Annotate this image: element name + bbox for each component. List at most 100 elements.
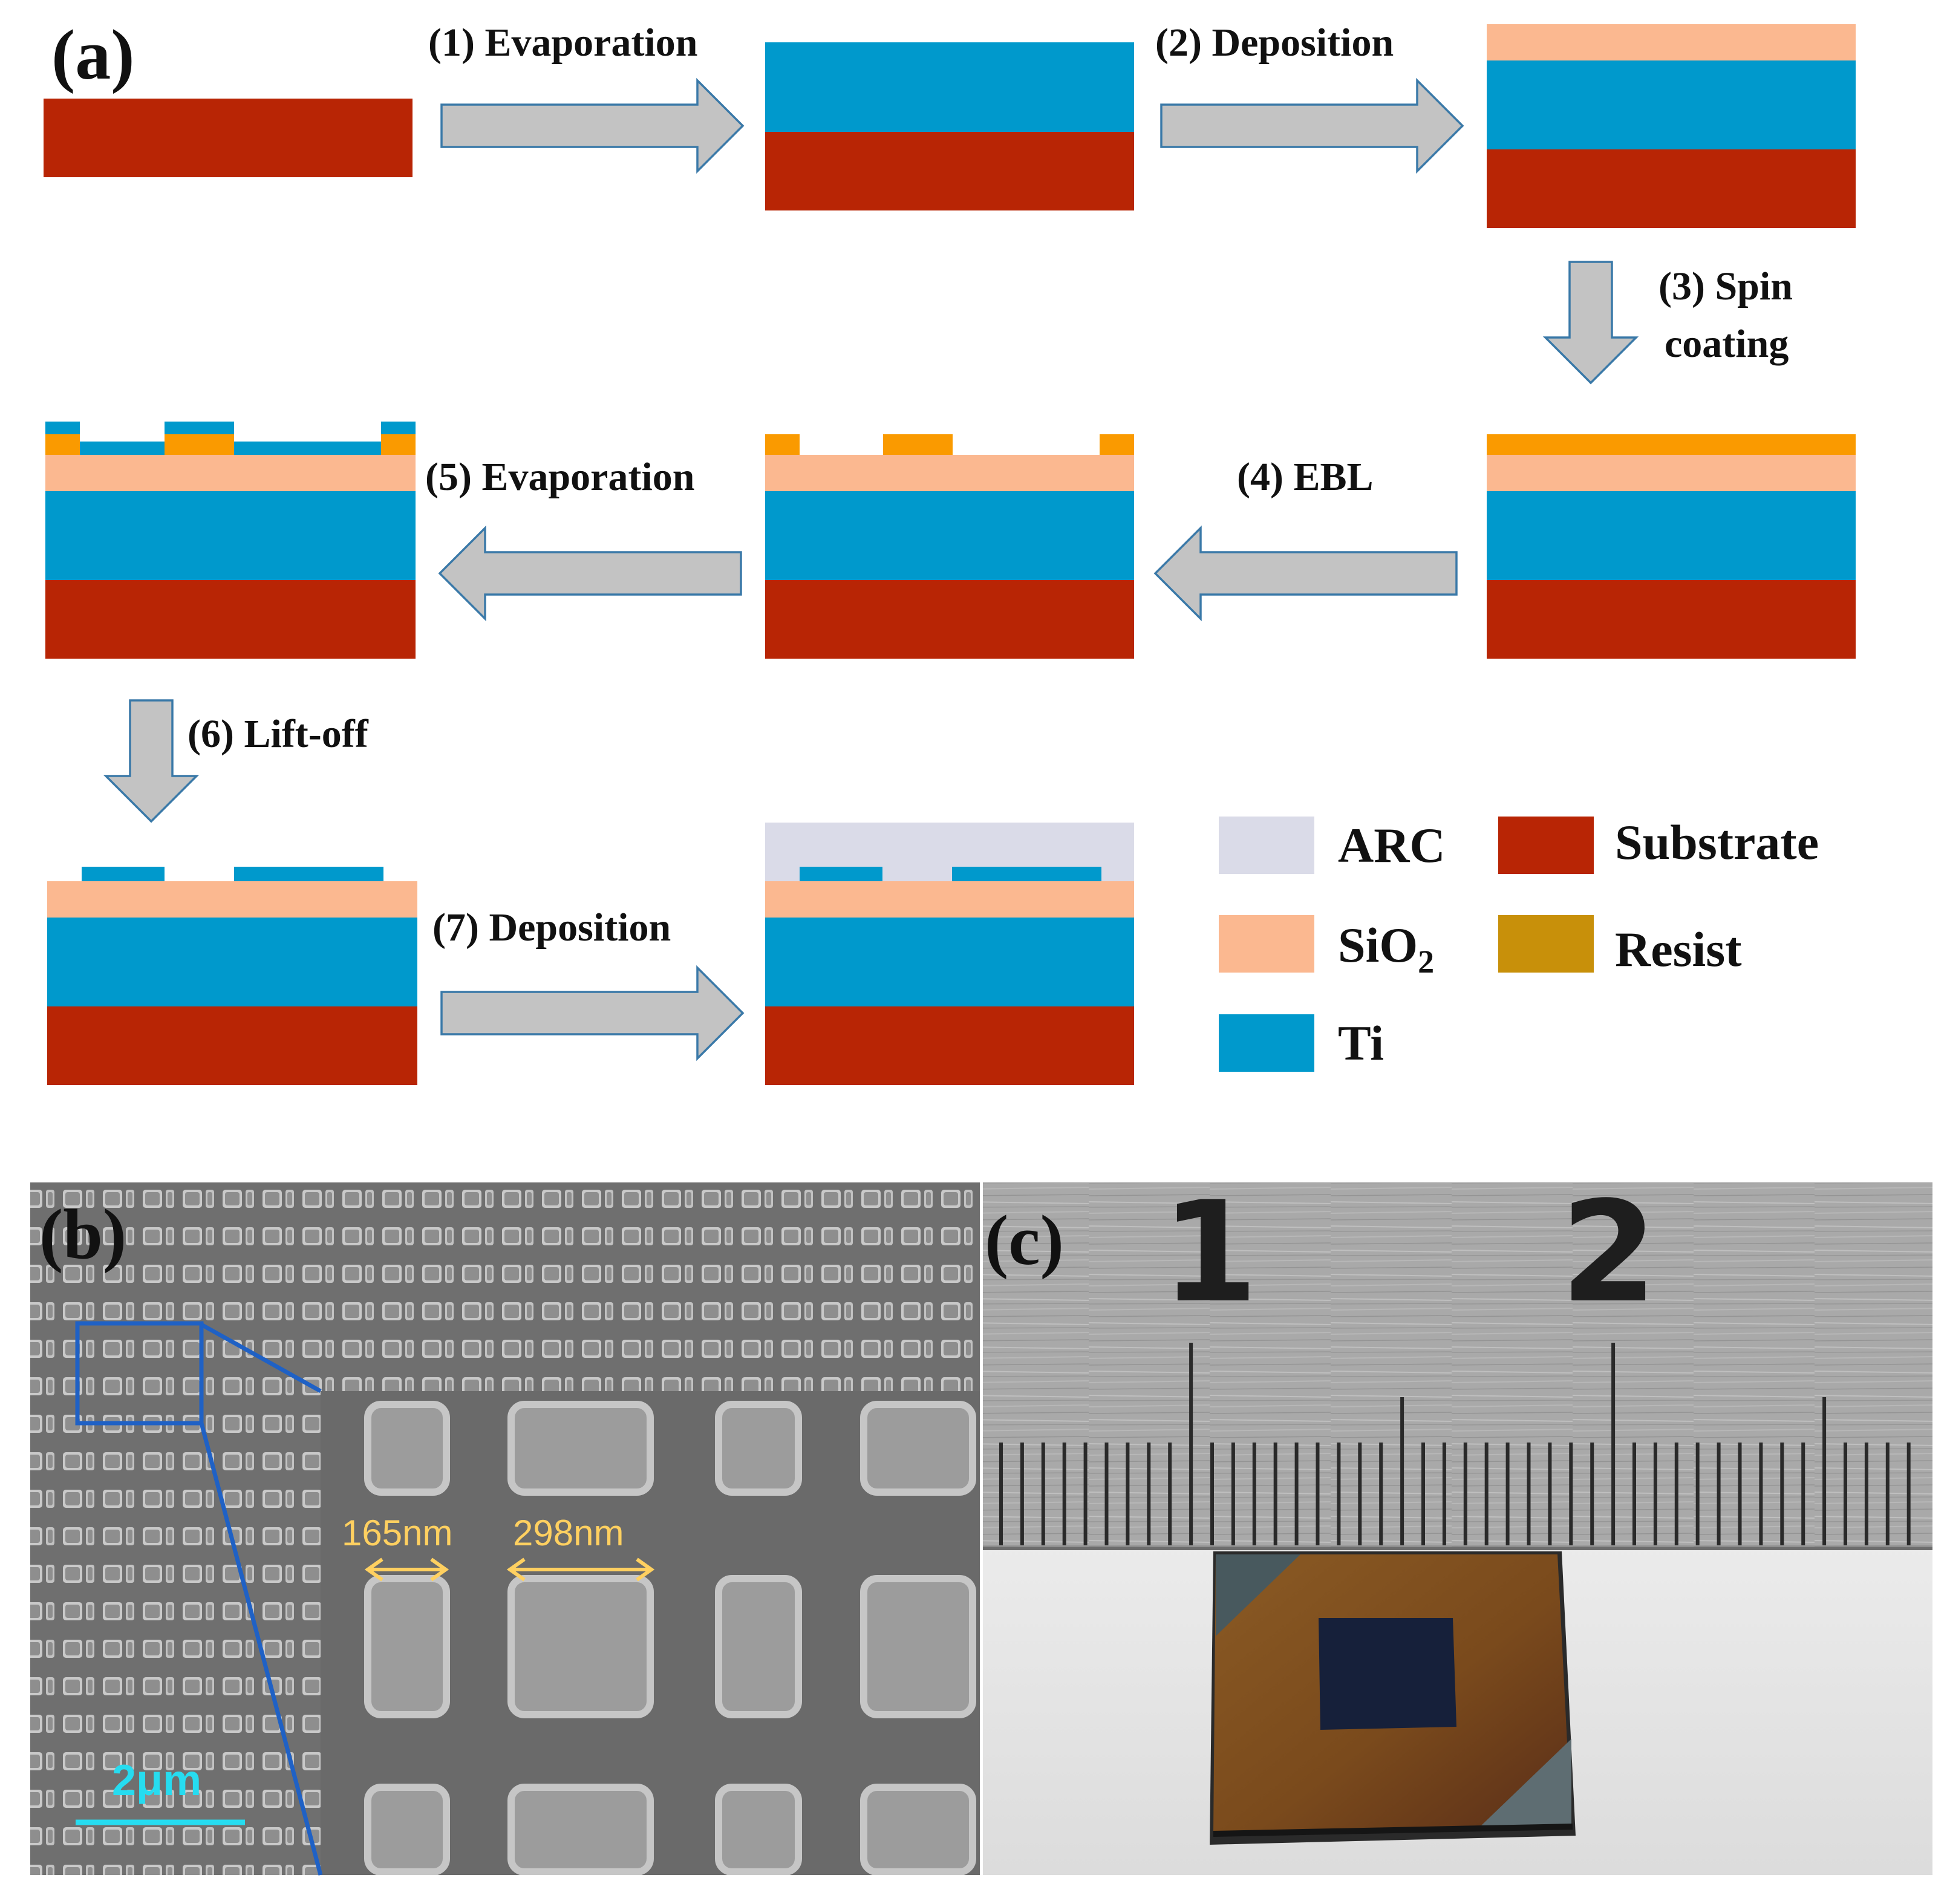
stack3-substrate	[1487, 149, 1856, 228]
stack7-sio2	[47, 881, 417, 918]
stack5-ti	[765, 491, 1134, 580]
ruler-tick	[1358, 1443, 1362, 1545]
ruler-tick	[1569, 1443, 1573, 1545]
stack4-substrate	[1487, 580, 1856, 659]
ruler-tick	[1738, 1443, 1742, 1545]
sem-inset-block-8	[860, 1575, 976, 1718]
stack4-sio2	[1487, 455, 1856, 491]
stack8-sio2	[765, 881, 1134, 918]
panel-b-sem-image	[30, 1182, 980, 1875]
legend-swatch-ti	[1219, 1014, 1314, 1072]
ruler-tick	[1168, 1443, 1172, 1545]
ruler-tick	[1844, 1443, 1847, 1545]
stack6-resist-block-1	[45, 434, 80, 455]
panel-a-label: (a)	[51, 15, 135, 94]
step-3-label-line1: (3) Spin	[1658, 264, 1793, 308]
legend-swatch-arc	[1219, 817, 1314, 874]
ruler-tick	[1104, 1443, 1109, 1545]
ruler-tick	[1674, 1443, 1678, 1545]
legend-label-sio2-base: SiO	[1338, 918, 1418, 973]
step-1-label: (1) Evaporation	[428, 21, 698, 65]
ruler-tick	[1231, 1443, 1235, 1545]
stack6-resist-block-3	[381, 434, 416, 455]
stack7-substrate	[47, 1006, 417, 1085]
legend-label-sio2-subscript: 2	[1418, 944, 1434, 980]
ruler-tick	[1801, 1443, 1805, 1545]
legend: ARC SiO2 Ti Substrate Resist	[1219, 815, 1819, 1072]
measurement-298nm-label: 298nm	[513, 1513, 624, 1553]
ruler-tick	[1759, 1443, 1763, 1545]
ruler-tick	[1611, 1343, 1616, 1545]
stack6-ti-cap-1	[45, 422, 80, 434]
stack7-ti-pattern-2	[234, 867, 383, 881]
ruler-tick	[1463, 1443, 1467, 1545]
ruler-tick	[1885, 1443, 1890, 1545]
sem-inset-block-9	[364, 1784, 450, 1875]
ruler-tick	[1590, 1443, 1594, 1545]
ruler-tick	[1316, 1443, 1320, 1545]
ruler-tick	[1780, 1443, 1784, 1545]
legend-label-arc: ARC	[1338, 818, 1446, 873]
ruler-tick	[1294, 1443, 1299, 1545]
ruler-tick	[1252, 1443, 1256, 1545]
stack5-resist-block-1	[765, 434, 800, 455]
ruler-tick	[1210, 1443, 1214, 1545]
sem-inset-block-12	[860, 1784, 976, 1875]
ruler-number-1: 1	[1161, 1172, 1258, 1334]
stack5-substrate	[765, 580, 1134, 659]
panel-b-label: (b)	[39, 1195, 126, 1274]
ruler-tick	[1442, 1443, 1446, 1545]
sem-zoom-connector-top	[200, 1322, 322, 1394]
measurement-298nm: 298nm	[506, 1513, 655, 1582]
ruler-brushed-texture	[983, 1182, 1932, 1548]
stack4-ti	[1487, 491, 1856, 580]
ruler-tick	[1653, 1443, 1657, 1545]
arrow-step-6	[103, 699, 200, 823]
panel-c-photo: 1 2	[983, 1172, 1932, 1875]
ruler-tick	[1822, 1397, 1827, 1545]
legend-label-resist: Resist	[1615, 922, 1742, 977]
chip-metasurface-region	[1319, 1618, 1456, 1730]
ruler-tick	[1695, 1443, 1700, 1545]
ruler-tick	[1505, 1443, 1510, 1545]
sem-inset-block-10	[507, 1784, 654, 1875]
arrow-step-7	[440, 965, 745, 1061]
sem-inset-block-7	[715, 1575, 802, 1718]
arrow-step-5	[438, 525, 742, 622]
ruler-tick	[1717, 1443, 1721, 1545]
legend-label-substrate: Substrate	[1615, 815, 1819, 870]
ruler-tick	[1083, 1443, 1088, 1545]
arrow-step-4	[1153, 525, 1458, 622]
measurement-165nm-label: 165nm	[342, 1513, 452, 1553]
sem-inset-block-4	[860, 1401, 976, 1496]
stack8-ti-pattern-1	[800, 867, 882, 881]
step-3-label-line2: coating	[1665, 322, 1789, 366]
arrow-step-2	[1160, 77, 1464, 174]
step-5-label: (5) Evaporation	[425, 455, 695, 499]
stack7-ti-pattern-1	[82, 867, 165, 881]
ruler-tick	[1421, 1443, 1425, 1545]
ruler-tick	[1906, 1443, 1911, 1545]
stack8-ti-pattern-2	[952, 867, 1101, 881]
ruler-tick	[1147, 1443, 1151, 1545]
chip-corner-top-left	[1216, 1554, 1300, 1636]
stack6-resist-block-2	[165, 434, 234, 455]
stack2-ti	[765, 42, 1134, 132]
stack6-ti-cap-2	[165, 422, 234, 434]
ruler-tick	[1527, 1443, 1531, 1545]
stack6-sio2	[45, 455, 416, 491]
stack4-resist	[1487, 434, 1856, 455]
stack8-ti	[765, 918, 1134, 1006]
ruler-tick	[1337, 1443, 1341, 1545]
sem-inset-block-11	[715, 1784, 802, 1875]
legend-label-sio2: SiO2	[1338, 918, 1434, 980]
ruler-tick	[1020, 1443, 1024, 1545]
step-4-label: (4) EBL	[1237, 455, 1374, 499]
panel-c-label: (c)	[985, 1201, 1064, 1280]
chip-corner-bottom-right	[1479, 1739, 1571, 1828]
sem-zoom-box	[75, 1321, 204, 1426]
stack5-resist-block-3	[1100, 434, 1134, 455]
step-7-label: (7) Deposition	[432, 905, 671, 950]
scale-bar-label: 2μm	[112, 1756, 201, 1805]
sem-inset-blocks	[364, 1401, 976, 1875]
